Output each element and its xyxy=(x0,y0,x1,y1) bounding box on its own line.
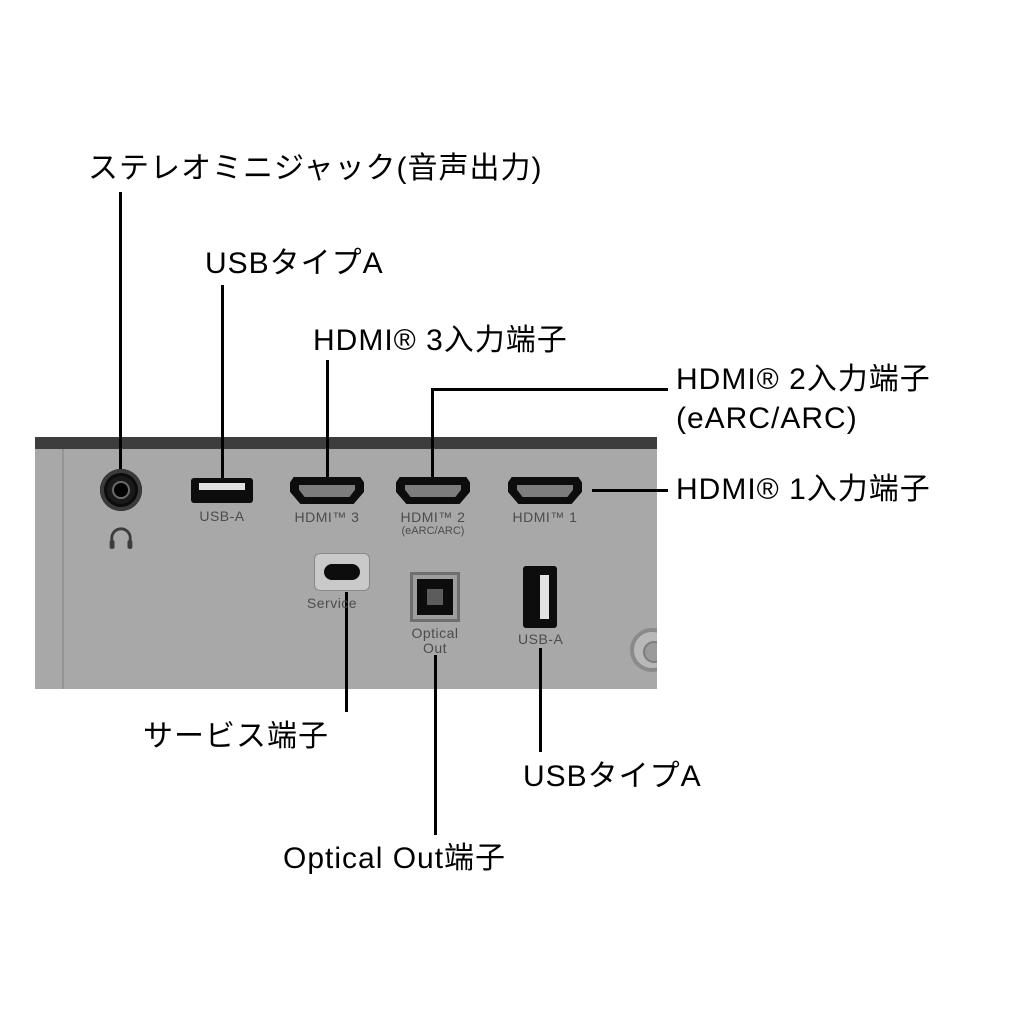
callout-hdmi1: HDMI® 1入力端子 xyxy=(676,473,931,506)
panel-screw xyxy=(630,628,657,672)
callout-usb-a-top: USBタイプA xyxy=(205,247,384,280)
callout-line-hdmi2-horizontal xyxy=(431,388,668,391)
optical-out-port-door xyxy=(427,589,443,605)
callout-optical-out: Optical Out端子 xyxy=(283,842,507,875)
hdmi1-port-inner xyxy=(517,485,573,497)
panel-label-service: Service xyxy=(306,595,358,611)
service-port-inner xyxy=(324,564,360,580)
panel-label-optical-line2: Out xyxy=(422,640,448,656)
usb-a-port-bottom xyxy=(523,566,557,628)
callout-line-service xyxy=(345,592,348,712)
callout-line-hdmi2-vertical xyxy=(431,388,434,477)
panel-label-usb-a-top: USB-A xyxy=(199,508,245,524)
callout-stereo-minijack: ステレオミニジャック(音声出力) xyxy=(88,152,543,185)
stereo-minijack-port xyxy=(100,469,142,511)
callout-line-usb-a-top xyxy=(221,285,224,478)
hdmi1-port xyxy=(508,477,582,504)
usb-a-port-bottom-tongue xyxy=(540,575,549,619)
service-port xyxy=(315,554,369,590)
panel-label-optical-line1: Optical xyxy=(411,625,459,641)
panel-label-hdmi2-sub: (eARC/ARC) xyxy=(401,525,465,537)
callout-service: サービス端子 xyxy=(143,720,329,753)
callout-hdmi3: HDMI® 3入力端子 xyxy=(313,324,568,357)
optical-out-port-inner xyxy=(417,579,453,615)
hdmi2-port xyxy=(396,477,470,504)
hdmi3-port xyxy=(290,477,364,504)
panel-label-usb-a-bottom: USB-A xyxy=(518,631,564,647)
callout-hdmi2-line2: (eARC/ARC) xyxy=(676,402,858,435)
panel-label-hdmi2: HDMI™ 2 xyxy=(400,509,466,525)
panel-edge-line xyxy=(62,449,64,689)
optical-out-port xyxy=(410,572,460,622)
callout-usb-a-bottom: USBタイプA xyxy=(523,760,702,793)
hdmi2-port-inner xyxy=(405,485,461,497)
callout-line-usb-a-bottom xyxy=(539,648,542,752)
panel-label-hdmi1: HDMI™ 1 xyxy=(512,509,578,525)
callout-line-optical-out xyxy=(434,655,437,835)
panel-top-strip xyxy=(35,437,657,449)
usb-a-port-top-tongue xyxy=(199,483,245,490)
callout-line-stereo-minijack xyxy=(119,192,122,472)
callout-line-hdmi3 xyxy=(326,360,329,477)
hdmi3-port-inner xyxy=(299,485,355,497)
stereo-minijack-hole xyxy=(112,481,130,499)
callout-line-hdmi1 xyxy=(592,489,668,492)
headphone-icon xyxy=(108,526,134,550)
panel-label-hdmi3: HDMI™ 3 xyxy=(294,509,360,525)
callout-hdmi2-line1: HDMI® 2入力端子 xyxy=(676,363,931,396)
usb-a-port-top xyxy=(191,478,253,503)
